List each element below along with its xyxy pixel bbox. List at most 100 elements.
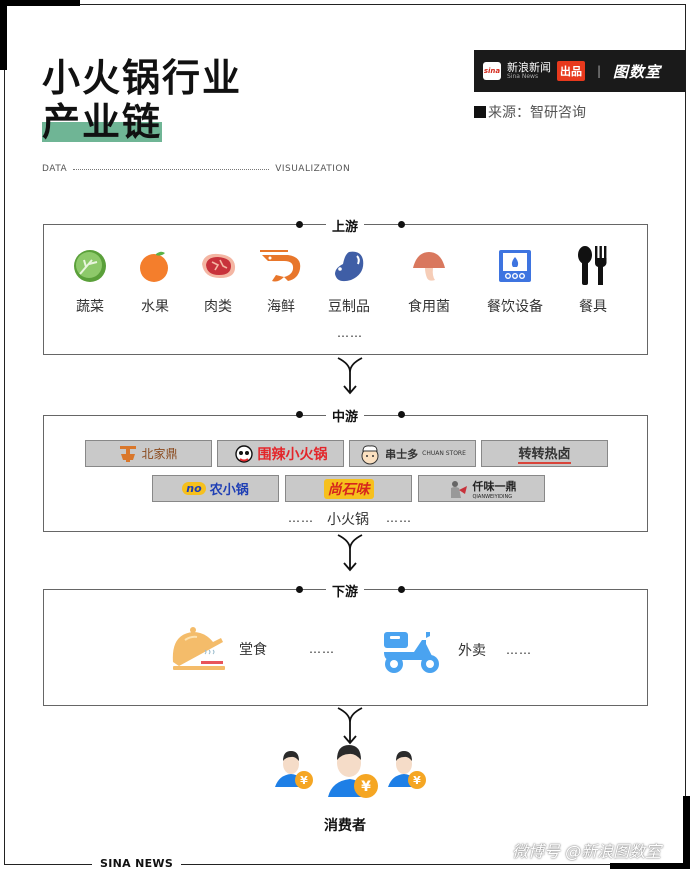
square-bullet-icon	[474, 106, 486, 118]
chef-boy-logo-icon	[361, 444, 379, 464]
corner-accent-bottom-right-vertical	[683, 796, 690, 869]
brand-name-text: 转转热卤	[518, 443, 571, 464]
flow-arrow-icon	[337, 707, 363, 745]
partner-logo: 图数室	[613, 62, 662, 81]
downstream-ellipsis: ……	[309, 642, 335, 656]
midstream-caption: 小火锅	[327, 512, 369, 528]
upstream-item-label: 水果	[141, 299, 169, 315]
midstream-box	[43, 415, 648, 532]
corner-accent-top-left	[0, 0, 80, 6]
downstream-box	[43, 589, 648, 706]
midstream-header: 中游	[0, 406, 690, 425]
downstream-item-dine-in: 堂食 ……	[171, 626, 335, 672]
consumer-large-center-icon: ¥	[328, 745, 378, 798]
brand-name: 新浪新闻	[507, 61, 551, 74]
yen-symbol: ¥	[413, 774, 421, 787]
title-line-2: 产业链	[42, 100, 163, 144]
source-note: 来源：智研咨询	[474, 102, 586, 122]
consumer-small-right-icon: ¥	[388, 751, 426, 789]
upstream-item-vegetables: 蔬菜	[55, 246, 125, 316]
data-label: DATA	[42, 164, 68, 174]
orange-icon	[120, 246, 190, 286]
stage-dot-right	[398, 586, 405, 593]
yen-symbol: ¥	[361, 779, 371, 795]
mushroom-icon	[394, 246, 464, 286]
frame-left-line	[4, 4, 5, 864]
brand-text-block: 仟味一鼎 QIANWEIYIDING	[473, 478, 517, 500]
stage-dot-left	[296, 586, 303, 593]
upstream-item-label: 肉类	[204, 299, 232, 315]
no-badge-icon: no	[182, 482, 206, 495]
consumer-group: ¥ ¥ ¥	[270, 742, 430, 802]
stage-dot-right	[398, 411, 405, 418]
brand-name-block: 新浪新闻 Sina News	[507, 62, 551, 80]
corner-accent-bottom-right	[610, 863, 690, 869]
brand-tile-beijiading: 北家鼎	[85, 440, 212, 467]
brand-tile-qianweiyiding: 仟味一鼎 QIANWEIYIDING	[418, 475, 545, 502]
downstream-item-label: 堂食	[239, 642, 267, 658]
corner-accent-top-left-vertical	[0, 0, 7, 70]
title-highlight	[42, 122, 163, 142]
downstream-label: 下游	[325, 581, 364, 600]
dine-in-cloche-icon	[172, 627, 225, 670]
brand-name-sub: Sina News	[507, 73, 539, 80]
sina-logo-icon: sina	[483, 62, 501, 80]
upstream-item-mushroom: 食用菌	[394, 246, 464, 316]
upstream-item-label: 海鲜	[267, 299, 295, 315]
produced-badge: 出品	[557, 61, 585, 81]
visualization-label: VISUALIZATION	[275, 164, 351, 174]
source-text: 来源：智研咨询	[488, 105, 586, 121]
panda-logo-icon	[234, 444, 253, 463]
frame-top-line	[4, 4, 686, 5]
midstream-ellipsis-left: ……	[288, 511, 314, 525]
brand-tile-zhuanzhuan: 转转热卤	[481, 440, 608, 467]
downstream-ellipsis: ……	[506, 643, 532, 657]
brand-name-text: 农小锅	[209, 483, 249, 498]
brand-tile-weila: 围辣小火锅	[217, 440, 344, 467]
upstream-ellipsis: ……	[337, 326, 363, 340]
upstream-item-seafood: 海鲜	[246, 246, 316, 316]
stage-dot-right	[398, 221, 405, 228]
brand-name-text: 仟味一鼎	[472, 479, 517, 493]
brand-tile-chuanshiduo: 串士多 CHUAN STORE	[349, 440, 476, 467]
brand-name-text: 尚石味	[323, 478, 374, 499]
delivery-scooter-icon	[384, 632, 439, 673]
downstream-item-label: 外卖	[458, 643, 486, 659]
data-visualization-rule: DATA VISUALIZATION	[42, 164, 350, 174]
beijiading-logo-icon	[120, 445, 137, 462]
stove-icon	[480, 246, 550, 286]
upstream-item-fruit: 水果	[120, 246, 190, 316]
upstream-item-soy: 豆制品	[314, 246, 384, 316]
page-title: 小火锅行业 产业链	[42, 56, 242, 144]
upstream-item-equipment: 餐饮设备	[480, 246, 550, 316]
cutlery-icon	[558, 246, 628, 286]
upstream-header: 上游	[0, 216, 690, 235]
stage-dot-left	[296, 221, 303, 228]
dotted-divider	[73, 168, 270, 170]
brand-sub-text: QIANWEIYIDING	[472, 493, 513, 500]
upstream-item-meat: 肉类	[183, 246, 253, 316]
title-line-1: 小火锅行业	[42, 56, 243, 100]
cabbage-icon	[55, 246, 125, 286]
yen-symbol: ¥	[300, 774, 308, 787]
consumer-label: 消费者	[324, 818, 366, 834]
meat-icon	[183, 246, 253, 286]
shrimp-icon	[246, 246, 316, 286]
title-line-2-text: 产业链	[42, 100, 163, 144]
brand-sub-text: CHUAN STORE	[422, 450, 466, 457]
upstream-item-label: 餐具	[579, 299, 607, 315]
midstream-label: 中游	[325, 406, 364, 425]
bean-icon	[314, 246, 384, 286]
brand-name-text: 围辣小火锅	[257, 446, 328, 463]
brand-name-text: 串士多	[385, 447, 419, 461]
chef-figure-logo-icon	[450, 480, 467, 498]
upstream-label: 上游	[325, 216, 364, 235]
upstream-item-label: 餐饮设备	[487, 299, 543, 315]
upstream-item-label: 食用菌	[408, 299, 450, 315]
flow-arrow-icon	[337, 534, 363, 572]
frame-right-line	[685, 4, 686, 864]
upstream-item-label: 蔬菜	[76, 299, 104, 315]
midstream-ellipsis-right: ……	[386, 511, 412, 525]
upstream-item-tableware: 餐具	[558, 246, 628, 316]
brand-separator: |	[597, 64, 602, 78]
